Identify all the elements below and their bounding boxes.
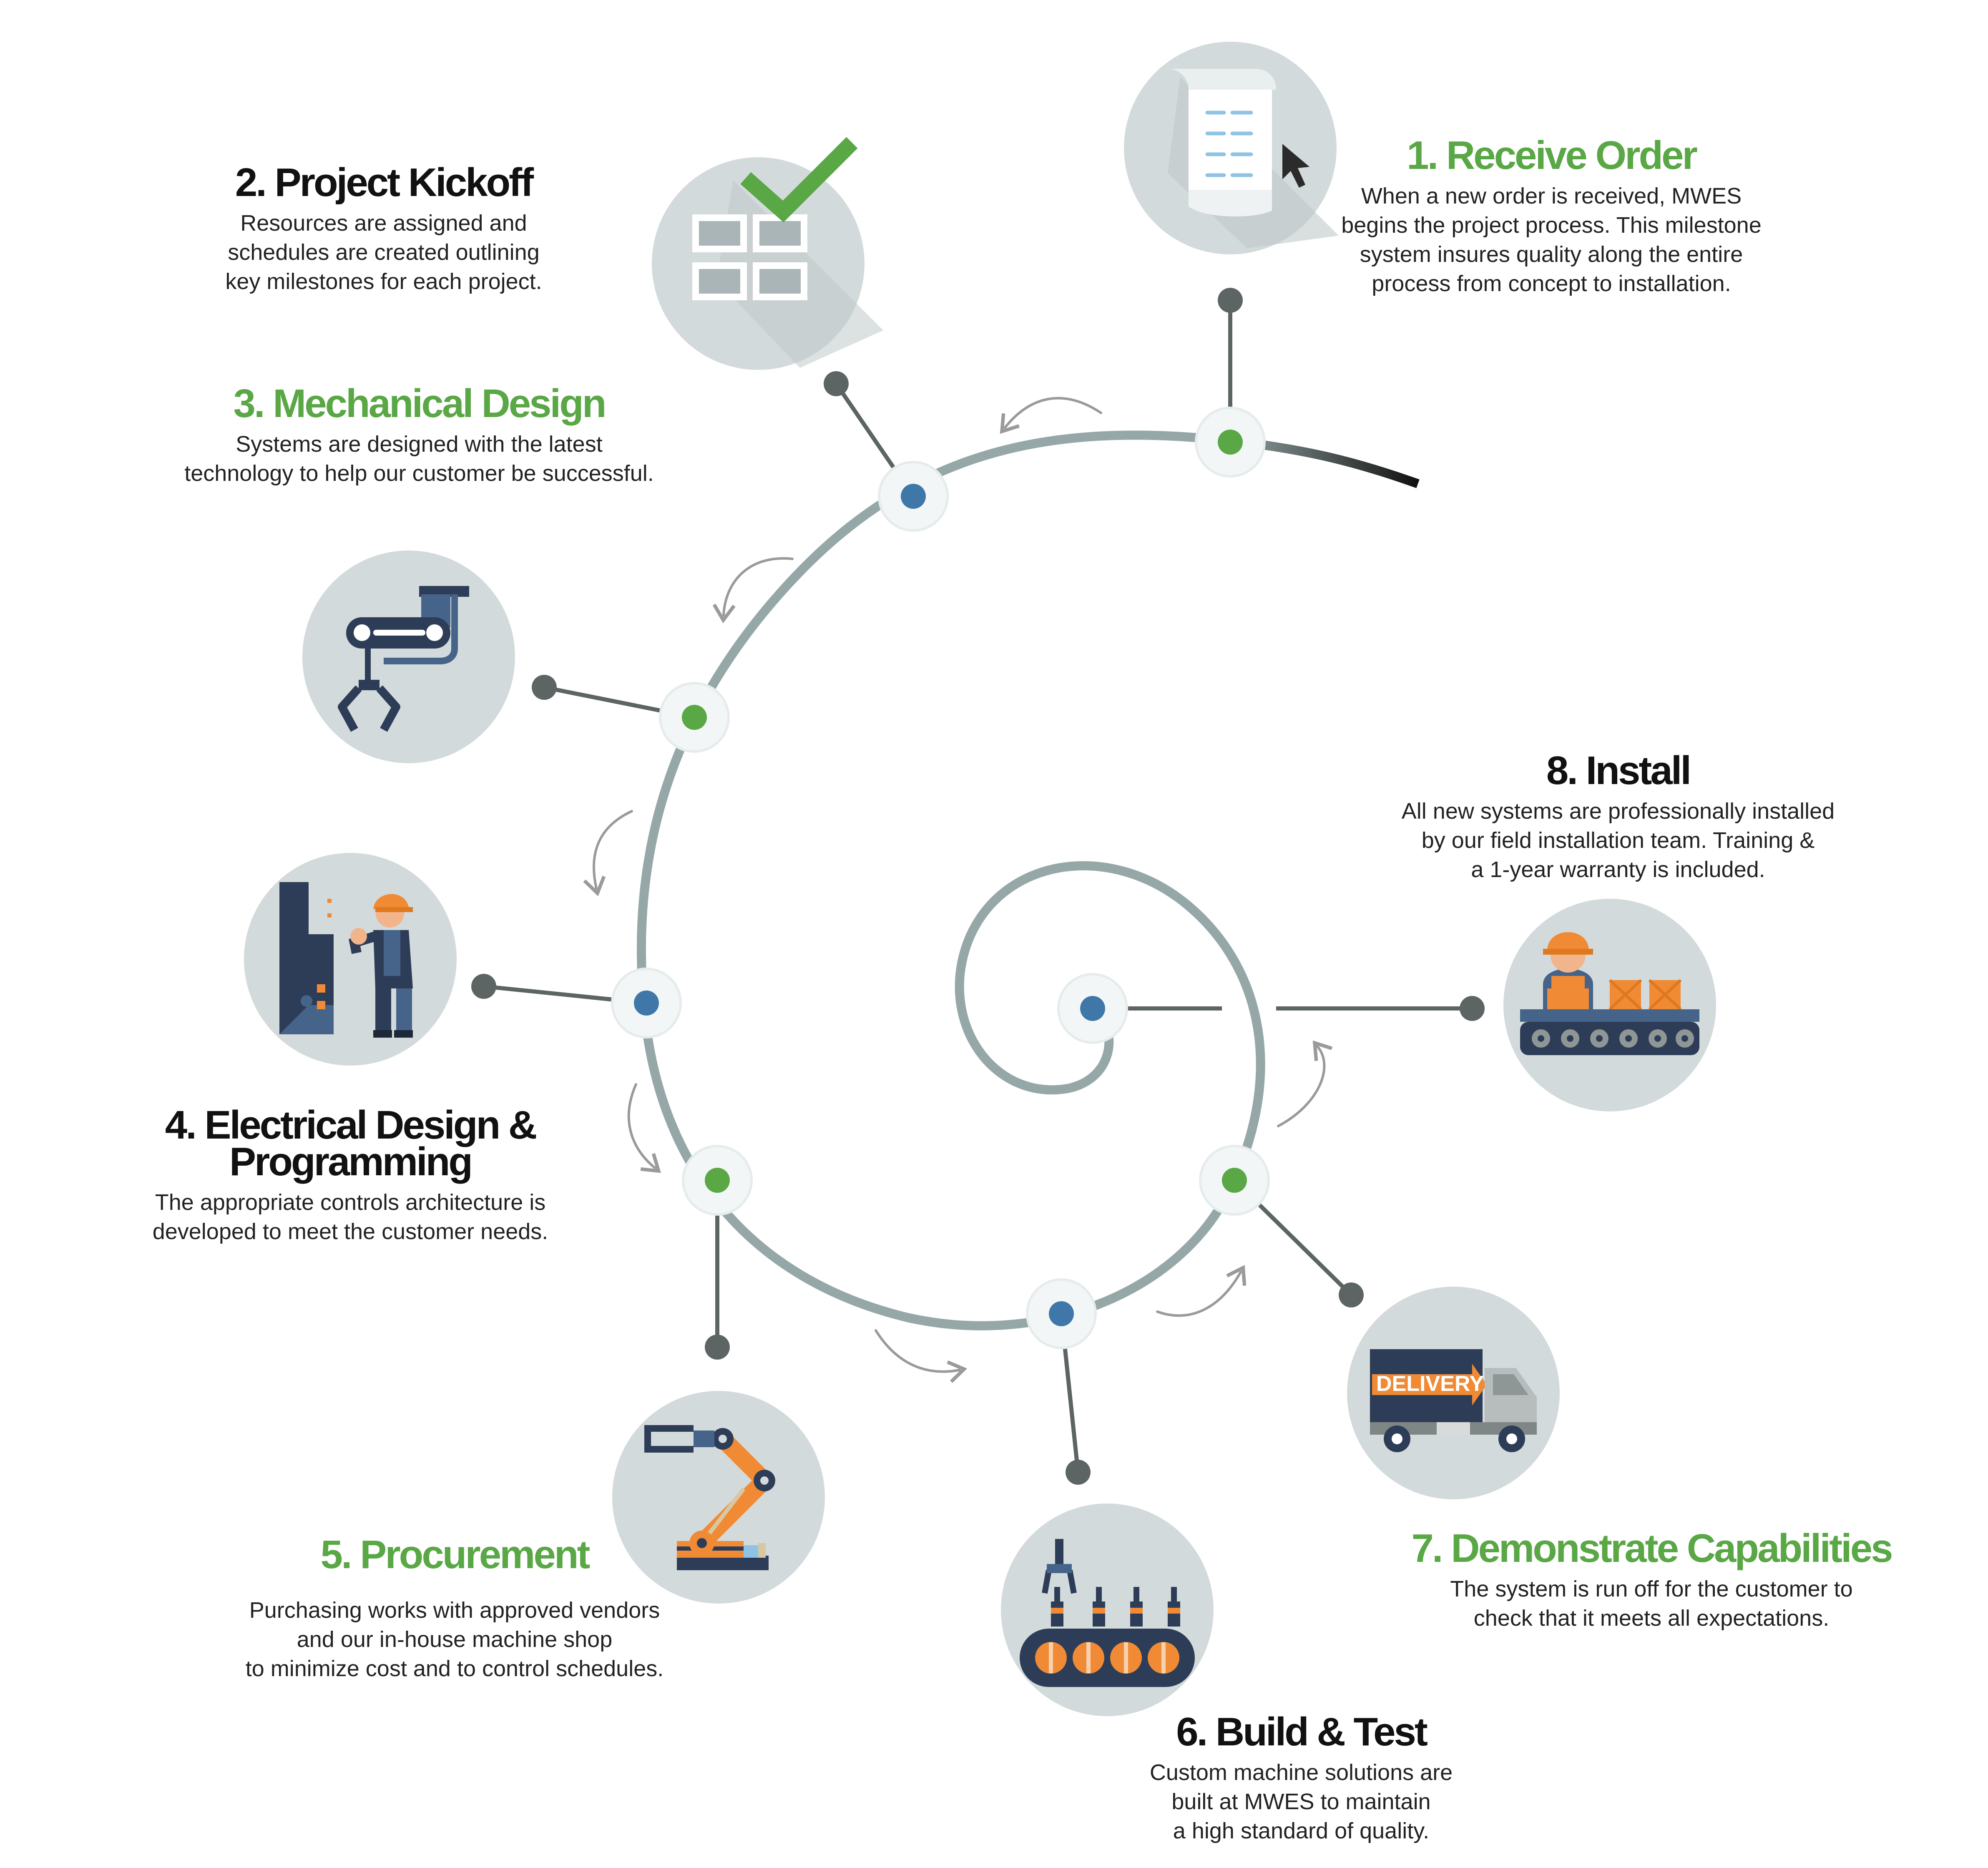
document-cursor-icon (1124, 42, 1339, 254)
step-title: 6. Build & Test (1176, 1710, 1428, 1754)
node-7 (1199, 1145, 1270, 1216)
step-demonstrate: 7. Demonstrate Capabilities The system i… (1385, 1529, 1918, 1633)
step-procurement: 5. Procurement Purchasing works with app… (209, 1535, 701, 1683)
truck-label: DELIVERY (1376, 1372, 1484, 1396)
node-6 (1026, 1278, 1097, 1349)
step-title: 2. Project Kickoff (235, 160, 534, 205)
technician-panel-icon (244, 853, 457, 1066)
step-description: Purchasing works with approved vendors a… (245, 1598, 664, 1681)
node-4 (611, 968, 682, 1038)
step-mechanical-design: 3. Mechanical Design Systems are designe… (133, 384, 705, 488)
delivery-truck-icon: DELIVERY (1347, 1287, 1560, 1499)
flow-arrows (583, 397, 1333, 1383)
checklist-grid-icon (652, 137, 883, 370)
bottle-conveyor-icon (1001, 1503, 1214, 1716)
connector-end-dots (471, 288, 1485, 1485)
worker-conveyor-icon (1503, 899, 1716, 1111)
node-1 (1195, 407, 1266, 478)
step-title: 8. Install (1546, 748, 1691, 793)
conveyor-gripper-icon (302, 551, 515, 763)
step-description: Custom machine solutions are built at MW… (1149, 1760, 1453, 1843)
step-title: 3. Mechanical Design (233, 381, 606, 426)
step-receive-order: 1. Receive Order When a new order is rec… (1309, 136, 1793, 298)
node-3 (659, 682, 730, 753)
milestone-nodes (611, 407, 1270, 1349)
step-title-line2: Programming (229, 1139, 473, 1184)
step-build-test: 6. Build & Test Custom machine solutions… (1093, 1712, 1510, 1845)
step-description: The system is run off for the customer t… (1450, 1576, 1853, 1631)
step-title: 5. Procurement (320, 1532, 591, 1577)
step-description: Resources are assigned and schedules are… (225, 211, 542, 294)
step-title: 4. Electrical Design & (165, 1103, 537, 1147)
node-5 (682, 1145, 753, 1216)
step-install: 8. Install All new systems are professio… (1364, 751, 1872, 884)
step-title: 1. Receive Order (1407, 133, 1698, 178)
step-title: 7. Demonstrate Capabilities (1411, 1526, 1893, 1571)
robot-arm-icon (612, 1391, 825, 1604)
node-2 (878, 461, 949, 532)
step-description: All new systems are professionally insta… (1401, 799, 1835, 882)
step-project-kickoff: 2. Project Kickoff Resources are assigne… (179, 163, 588, 296)
step-description: When a new order is received, MWES begin… (1341, 184, 1762, 296)
node-8 (1057, 973, 1128, 1044)
step-description: Systems are designed with the latest tec… (184, 432, 654, 486)
step-electrical-design: 4. Electrical Design & Programming The a… (113, 1105, 588, 1246)
step-description: The appropriate controls architecture is… (152, 1190, 548, 1244)
